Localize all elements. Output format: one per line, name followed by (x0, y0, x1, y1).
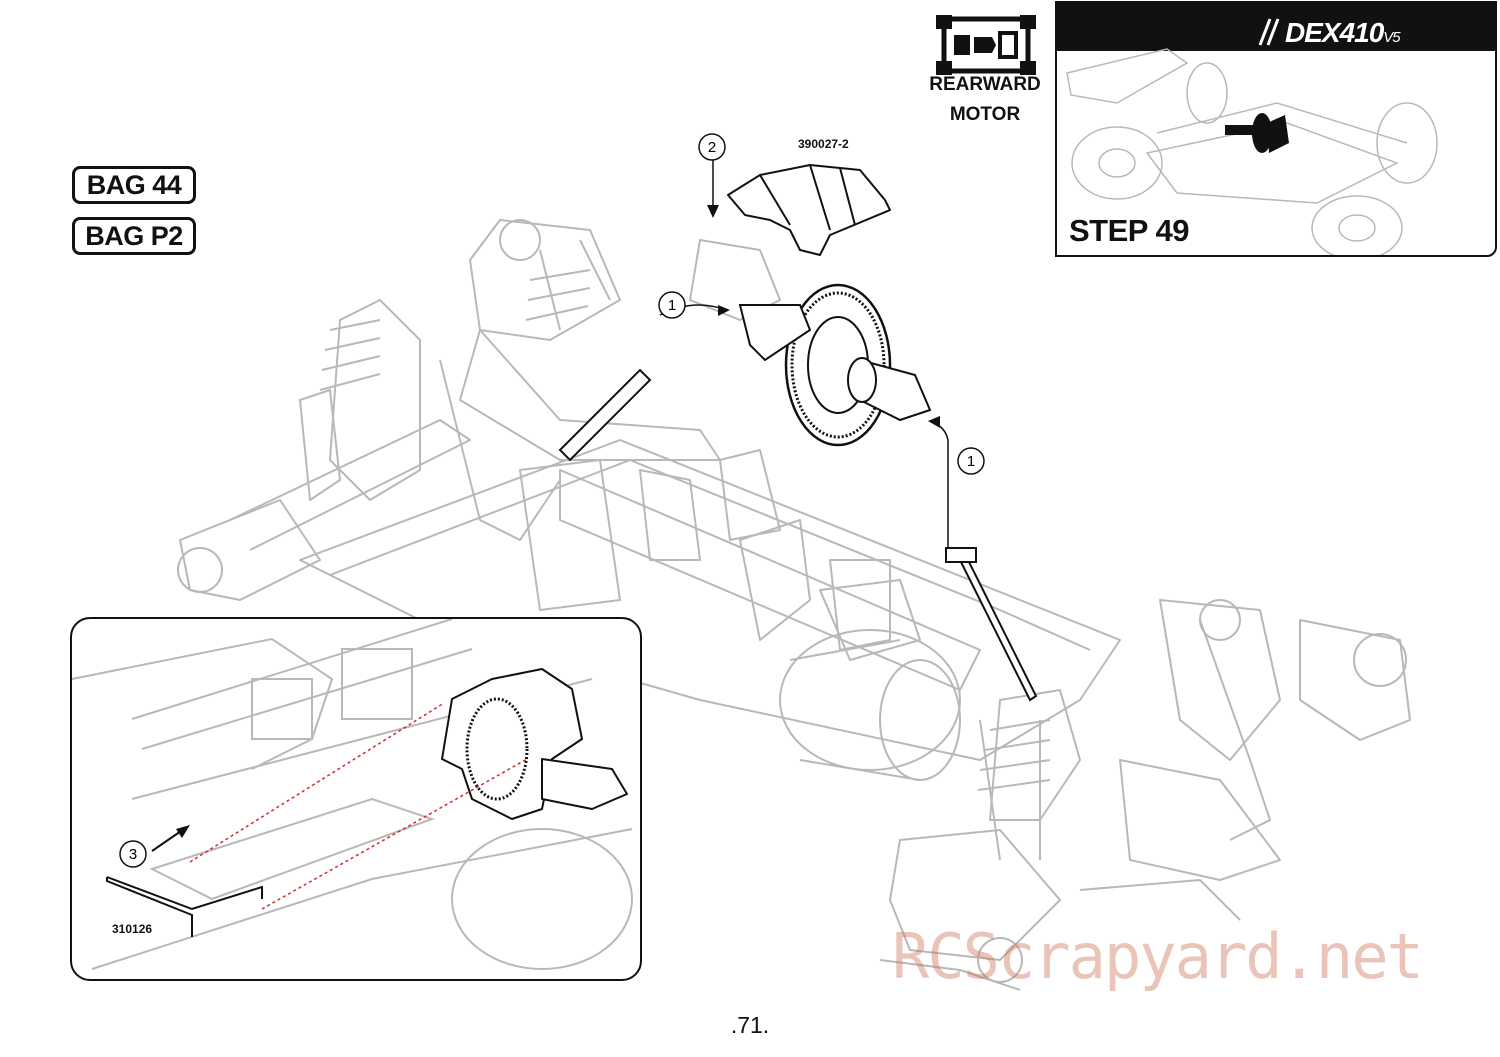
callout-3-label: 3 (129, 846, 137, 863)
brand-name: DEX410 (1285, 17, 1384, 48)
motor-label-line1: REARWARD (929, 74, 1041, 95)
callout-circle-1a: 1 (658, 291, 686, 319)
callout-2-label: 2 (708, 139, 716, 156)
brand-logo: DEX410V5 (1285, 17, 1401, 49)
bag-tag-p2: BAG P2 (72, 217, 196, 255)
bag-tag-44: BAG 44 (72, 166, 196, 204)
motor-label-line2: MOTOR (949, 104, 1021, 125)
step-overview-illustration (1066, 48, 1438, 255)
part-number-pin: 310126 (112, 922, 153, 936)
part-number-cover: 390027-2 (798, 137, 849, 151)
step-panel: DEX410V5 STEP 49 (1055, 1, 1497, 257)
callout-1a-label: 1 (668, 297, 676, 314)
page-number: .71. (730, 1012, 770, 1038)
inset-illustration (72, 619, 633, 970)
detail-inset (70, 617, 642, 981)
step-title: STEP 49 (1069, 213, 1190, 248)
watermark: RCScrapyard.net (892, 920, 1424, 993)
callout-1b-label: 1 (967, 453, 975, 470)
callout-circle-1b: 1 (957, 447, 985, 475)
callout-circle-3: 3 (119, 840, 147, 868)
brand-suffix: V5 (1383, 29, 1400, 46)
callout-circle-2: 2 (698, 133, 726, 161)
brand-stripes (1258, 18, 1280, 46)
rearward-motor-icon (936, 15, 1036, 75)
